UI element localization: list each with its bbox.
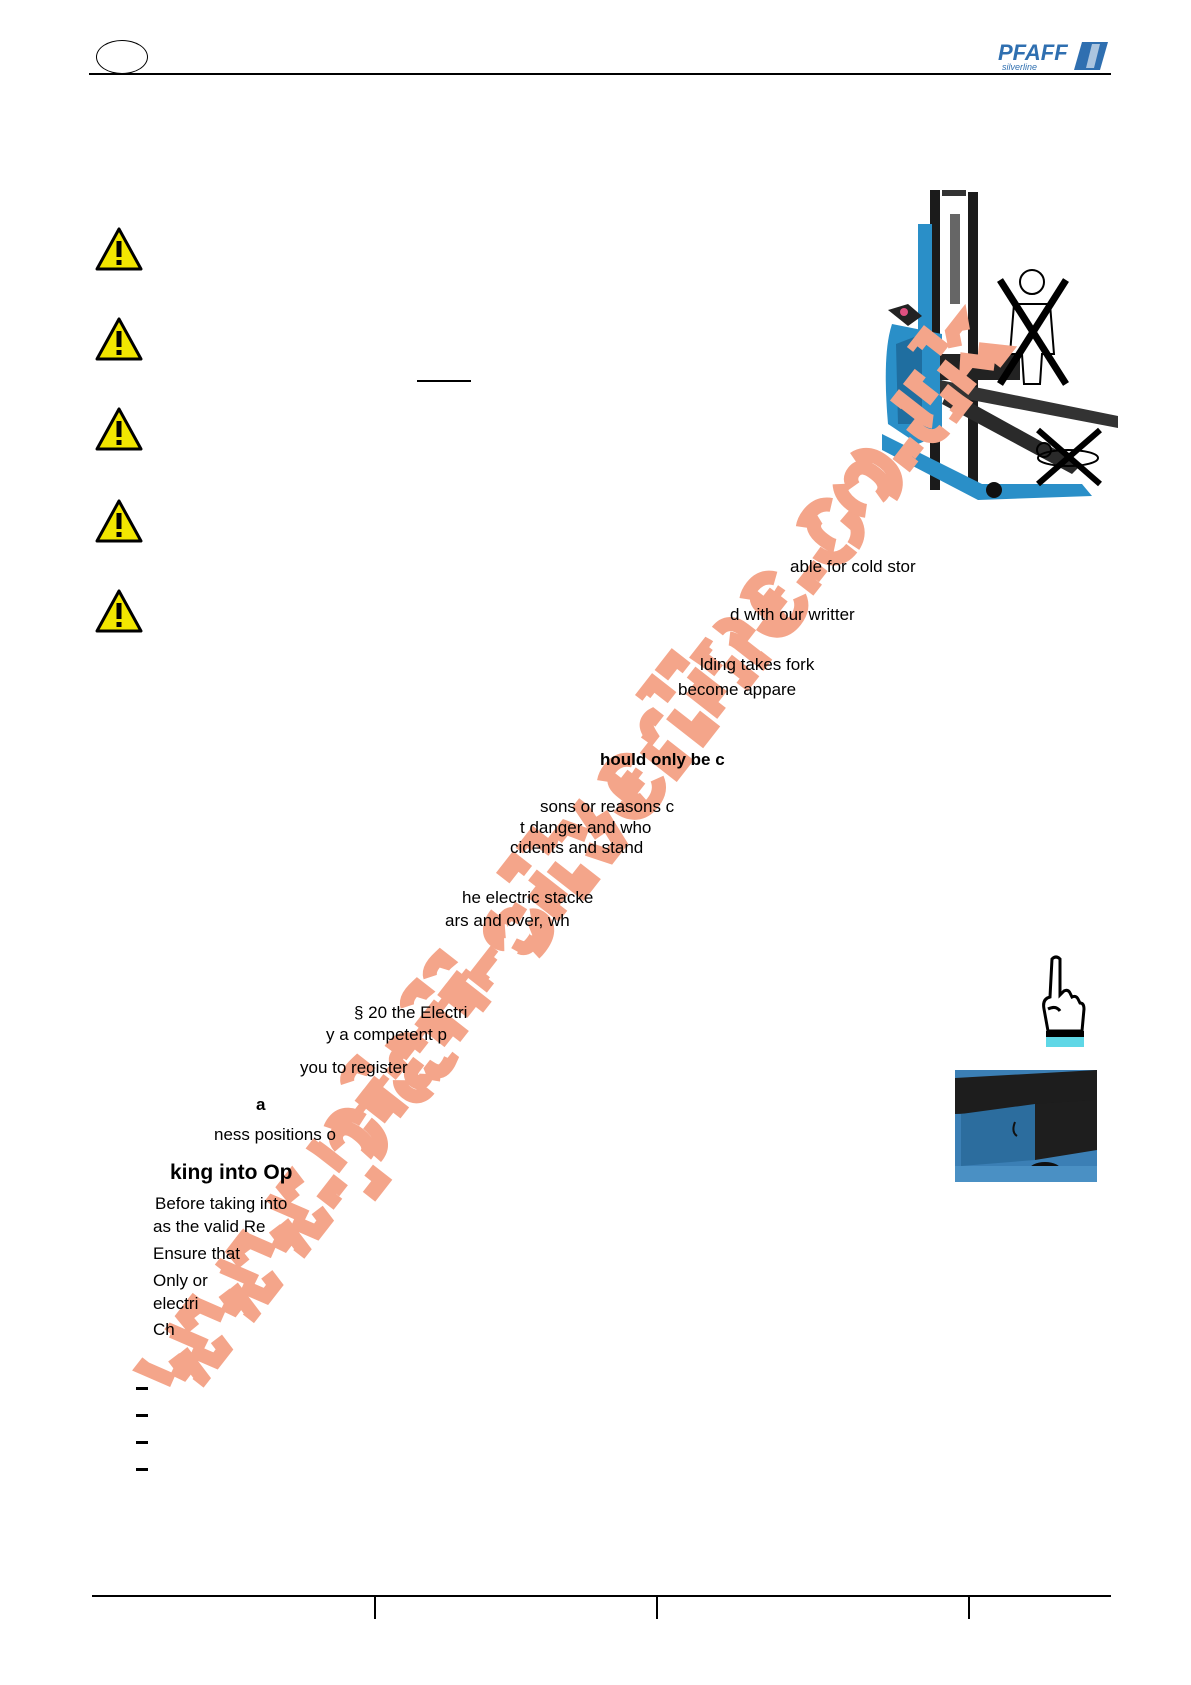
footer-divider	[968, 1597, 970, 1619]
text-fragment: as the valid Re	[153, 1217, 266, 1236]
text-fragment: t danger and who	[520, 818, 652, 837]
footer-divider	[374, 1597, 376, 1619]
text-fragment: Ch	[153, 1320, 175, 1339]
list-bullet	[136, 1387, 148, 1390]
text-fragment: y a competent p	[326, 1025, 447, 1044]
warning-triangle-icon	[95, 227, 143, 271]
text-fragment: Before taking into	[155, 1194, 288, 1213]
text-fragment: you to register	[300, 1058, 408, 1077]
text-fragment: d with our writter	[730, 605, 855, 624]
footer-rule	[92, 1595, 1111, 1597]
text-fragment: Only or	[153, 1271, 208, 1290]
text-fragment: § 20 the Electri	[354, 1003, 468, 1022]
text-fragment: lding takes fork	[700, 655, 815, 674]
list-bullet	[136, 1468, 148, 1471]
text-fragment: become appare	[678, 680, 797, 699]
pointing-hand-icon	[1042, 955, 1086, 1047]
text-fragment: able for cold stor	[790, 557, 916, 576]
logo-subtext: silverline	[1002, 62, 1037, 72]
section-heading: king into Op	[170, 1161, 293, 1184]
list-bullet	[136, 1441, 148, 1444]
text-fragment: he electric stacke	[462, 888, 594, 907]
header-rule	[89, 73, 1111, 75]
text-fragment: electri	[153, 1294, 199, 1313]
text-fragment-bold: a	[256, 1095, 266, 1114]
list-bullet	[136, 1414, 148, 1417]
text-fragment: cidents and stand	[510, 838, 644, 857]
warning-triangle-icon	[95, 589, 143, 633]
warning-triangle-icon	[95, 317, 143, 361]
text-fragment: Ensure that	[153, 1244, 240, 1263]
underline-mark	[417, 380, 471, 382]
brand-logo: PFAFF silverline	[996, 40, 1108, 74]
text-fragment: ness positions o	[214, 1125, 336, 1144]
text-fragment: ars and over, wh	[445, 911, 570, 930]
battery-photo	[955, 1070, 1097, 1182]
logo-graphic: PFAFF silverline	[998, 40, 1108, 72]
footer-divider	[656, 1597, 658, 1619]
logo-text: PFAFF	[998, 40, 1068, 65]
warning-triangle-icon	[95, 499, 143, 543]
text-fragment-bold: hould only be c	[600, 750, 725, 769]
warning-triangle-icon	[95, 407, 143, 451]
text-fragment: sons or reasons c	[540, 797, 675, 816]
stacker-illustration	[882, 184, 1118, 514]
